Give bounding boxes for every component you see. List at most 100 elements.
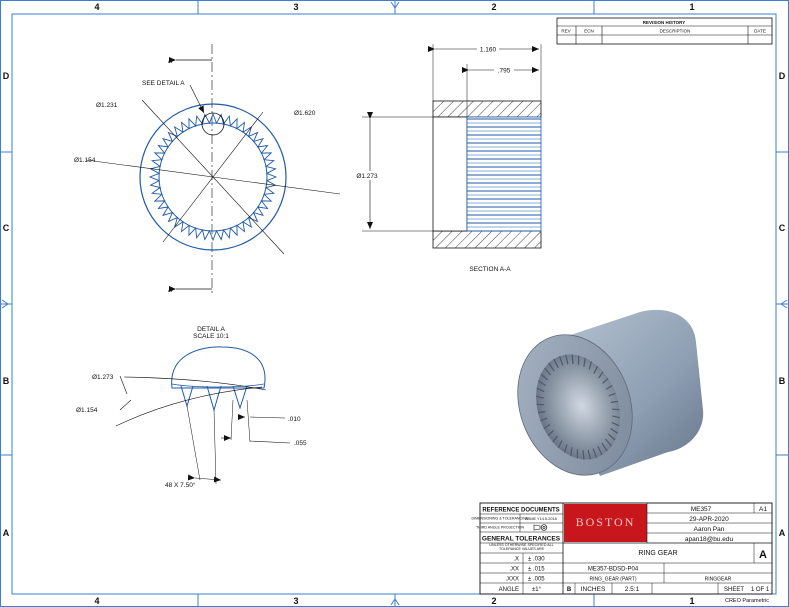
isometric-view <box>517 309 704 476</box>
section-caption: SECTION A-A <box>469 266 511 273</box>
zone-col-label: 4 <box>94 2 99 12</box>
drawing-scale: 2.5:1 <box>625 586 640 593</box>
iso-tooth <box>605 438 612 447</box>
zone-col-label: 2 <box>491 596 496 606</box>
front-view: A A SEE DETAIL A Ø1.231 Ø1.620 Ø1.154 <box>74 44 341 296</box>
general-tolerances-label: GENERAL TOLERANCES <box>482 536 561 543</box>
university-logo <box>564 504 647 542</box>
iso-teeth <box>535 354 621 460</box>
zone-col-label: 2 <box>491 2 496 12</box>
iso-tooth <box>571 354 574 365</box>
dim-section-3: Ø1.273 <box>356 173 378 180</box>
dim-front-2: Ø1.620 <box>294 110 316 117</box>
author-email: apan18@bu.edu <box>685 536 734 543</box>
section-marker-top: A <box>168 59 172 65</box>
zone-row-label: D <box>3 71 10 81</box>
iso-tooth <box>588 361 593 370</box>
iso-tooth <box>540 417 548 422</box>
zone-row-label: B <box>3 376 10 386</box>
iso-tooth <box>535 395 544 399</box>
dim-front-3: Ø1.154 <box>74 157 96 164</box>
section-view: 1.160 .795 Ø1.273 SECTION A-A <box>354 44 542 273</box>
iso-tooth <box>612 415 621 419</box>
tol-value-4: ±1° <box>532 587 542 593</box>
detail-title: DETAIL A <box>197 326 225 333</box>
revision-col-header: DATE <box>754 29 766 34</box>
dim-detail-4: .055 <box>294 440 307 447</box>
drawing-size: A <box>759 549 767 561</box>
zone-col-label: 3 <box>293 2 298 12</box>
iso-tooth <box>610 400 619 403</box>
zone-col-label: 4 <box>94 596 99 606</box>
dim-detail-5: 48 X 7.50° <box>165 481 196 489</box>
tol-value-3: ± .005 <box>528 577 545 583</box>
detail-scale: SCALE 10:1 <box>193 333 229 340</box>
model-name: RING_GEAR (PART) <box>589 577 636 583</box>
iso-tooth <box>611 408 620 411</box>
revision-history-title: REVISION HISTORY <box>643 20 686 25</box>
revision-col-header: ECN <box>584 29 594 34</box>
dim-detail-2: Ø1.154 <box>76 407 98 414</box>
tol-format-3: .XXX <box>505 577 519 583</box>
zone-row-label: A <box>779 528 786 538</box>
iso-tooth <box>536 387 545 393</box>
tol-format-1: .X <box>513 557 519 563</box>
zone-col-label: 1 <box>689 2 694 12</box>
dimensioning-label: DIMENSIONING & TOLERANCING <box>472 517 529 521</box>
tol-format-2: .XX <box>509 567 519 573</box>
spline-lines <box>467 118 541 232</box>
zone-row-label: D <box>779 71 786 81</box>
iso-tooth <box>563 444 568 453</box>
iso-tooth <box>565 354 569 365</box>
revision-col-header: DESCRIPTION <box>660 29 691 34</box>
detail-view: DETAIL A SCALE 10:1 Ø1.273 Ø1.154 .010 .… <box>76 326 307 489</box>
title-block: REFERENCE DOCUMENTS DIMENSIONING & TOLER… <box>472 502 773 604</box>
iso-tooth <box>608 433 616 441</box>
projection-label: THIRD ANGLE PROJECTION <box>476 526 525 530</box>
sheet-count: 1 OF 1 <box>751 587 770 593</box>
tol-value-1: ± .030 <box>528 557 545 563</box>
dim-detail-1: Ø1.273 <box>92 374 114 381</box>
iso-tooth <box>543 424 551 430</box>
iso-tooth <box>582 449 585 460</box>
outer-diameter-circle <box>139 103 287 251</box>
iso-tooth <box>557 440 563 449</box>
iso-tooth <box>592 448 598 458</box>
zone-labels: 4 3 2 1 4 3 2 1 D C B A D C B A <box>3 2 786 606</box>
iso-tooth <box>558 356 564 366</box>
iso-tooth <box>611 421 620 427</box>
section-marker-bottom: A <box>168 288 172 294</box>
zone-row-label: B <box>779 376 786 386</box>
course-code: ME357 <box>691 506 712 513</box>
third-angle-projection-icon <box>533 524 548 531</box>
gear-teeth <box>148 112 278 242</box>
iso-tooth <box>553 358 559 368</box>
iso-tooth <box>552 435 558 443</box>
tol-format-4: ANGLE <box>499 587 519 593</box>
part-name: RING GEAR <box>638 550 677 557</box>
tolerance-note: UNLESS OTHERWISE SPECIFIED ALL TOLERANCE… <box>489 543 554 552</box>
dimensioning-standard: ASME Y14.5-2018 <box>525 517 556 521</box>
iso-tooth <box>536 403 545 406</box>
iso-tooth <box>538 380 546 387</box>
iso-tooth <box>610 427 618 434</box>
revision-history-table: REVISION HISTORY REV ECN DESCRIPTION DAT… <box>556 17 773 45</box>
zone-col-label: 1 <box>689 596 694 606</box>
revision-value: A1 <box>759 506 767 513</box>
zone-row-label: C <box>3 223 10 233</box>
dim-section-2: .795 <box>498 68 511 75</box>
units: INCHES <box>581 586 606 593</box>
iso-tooth <box>587 449 591 460</box>
iso-tooth <box>608 392 616 397</box>
revision-col-header: REV <box>561 29 570 34</box>
iso-tooth <box>540 373 548 381</box>
iso-tooth <box>602 377 609 384</box>
iso-tooth <box>548 362 555 372</box>
author-name: Aaron Pan <box>694 526 725 533</box>
zone-col-label: 3 <box>293 596 298 606</box>
zone-row-label: A <box>3 528 10 538</box>
dim-detail-3: .010 <box>288 416 301 423</box>
dim-section-1: 1.160 <box>480 47 497 54</box>
iso-tooth <box>570 447 573 457</box>
iso-tooth <box>601 442 608 452</box>
